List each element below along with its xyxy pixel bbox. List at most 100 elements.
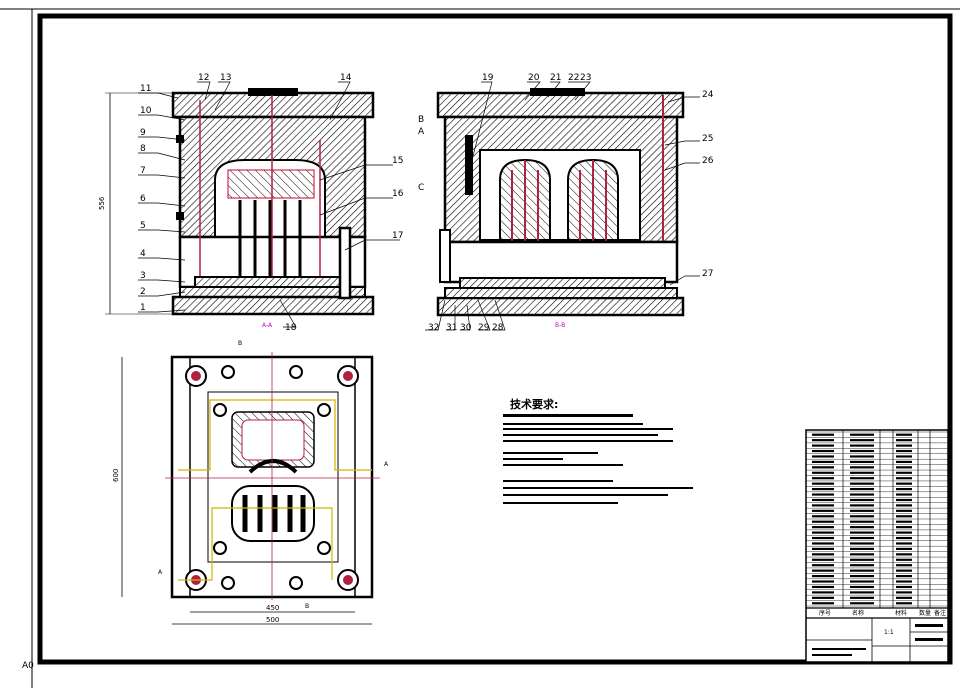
col-head-qty: 数量 [919,609,931,617]
scale-value: 1:1 [884,629,894,636]
part-label-18: 18 [285,323,297,333]
part-label-29: 29 [478,323,490,333]
side-section-mark: B-B [555,322,565,329]
parts-list-entry-mark [850,591,874,594]
parts-list-entry-mark [896,515,912,518]
parts-list-entry-mark [896,433,912,436]
part-label-4: 4 [140,249,146,259]
parts-list-entry-mark [850,498,874,502]
part-label-32: 32 [428,323,439,333]
parts-list-entry-mark [850,596,874,599]
parts-list-entry-mark [812,553,834,556]
parts-list-entry-mark [812,449,834,453]
parts-list-entry-mark [896,531,912,534]
section-letter-a: A [418,127,425,137]
section-mark-a-right: A [384,461,389,468]
front-section-mark: A-A [262,322,273,329]
parts-list-entry-mark [812,498,834,502]
parts-list-entry-mark [850,482,874,485]
parts-list-entry-mark [896,493,912,496]
section-mark-a-left: A [158,569,163,576]
parts-list-entry-mark [896,439,912,442]
parts-list-entry-mark [850,553,874,556]
notes-heading: 技术要求: [510,397,558,411]
part-label-26: 26 [702,156,714,166]
section-letter-b: B [418,115,424,125]
plan-outer-width-dim: 500 [266,616,279,624]
parts-list-entry-mark [850,542,874,545]
parts-list-entry-mark [812,526,834,529]
section-mark-b-bottom: B [305,603,309,610]
parts-list-entry-mark [850,531,874,534]
parts-list-entry-mark [896,596,912,599]
parts-list-entry-mark [850,602,874,605]
parts-list-entry-mark [850,526,874,529]
section-letter-c: C [418,183,424,193]
parts-list-entry-mark [812,444,834,447]
part-label-9: 9 [140,128,146,138]
parts-list-entry-mark [850,515,874,518]
parts-list-entry-mark [812,455,834,458]
parts-list-entry-mark [812,602,834,605]
plan-height-dim: 600 [112,469,120,482]
parts-list-entry-mark [812,520,834,523]
parts-list-entry-mark [850,488,874,491]
part-label-14: 14 [340,73,352,83]
part-label-22: 22 [568,73,579,83]
parts-list-entry-mark [812,542,834,545]
parts-list-entry-mark [896,482,912,485]
parts-list-entry-mark [850,466,874,469]
parts-list-entry-mark [850,471,874,474]
parts-list-entry-mark [812,564,834,567]
section-mark-b-top: B [238,340,242,347]
parts-list-entry-mark [896,585,912,589]
parts-list-entry-mark [850,520,874,523]
part-label-15: 15 [392,156,403,166]
parts-list-entry-mark [896,575,912,578]
parts-list-entry-mark [896,542,912,545]
parts-list-entry-mark [896,536,912,540]
part-label-7: 7 [140,166,146,176]
parts-list-entry-mark [850,569,874,572]
parts-list-entry-mark [896,602,912,605]
col-head-name: 名称 [852,609,864,617]
parts-list-entry-mark [896,504,912,507]
parts-list-entry-mark [850,564,874,567]
parts-list-entry-mark [896,509,912,512]
side-section-view: B A C 19 20 21 22 23 24 25 26 27 32 31 3… [418,73,714,333]
parts-list-entry-mark [896,488,912,491]
part-label-20: 20 [528,73,540,83]
part-label-8: 8 [140,144,146,154]
front-height-dim: 556 [98,196,106,210]
part-label-17: 17 [392,231,403,241]
parts-list-entry-mark [850,444,874,447]
parts-list-entry-mark [896,466,912,469]
title-block: 序号 名称 材料 数量 备注 1:1 [805,429,949,663]
parts-list-entry-mark [812,575,834,578]
parts-list-entry-mark [896,558,912,561]
parts-list-entry-mark [896,444,912,447]
parts-list-entry-mark [812,580,834,583]
part-label-3: 3 [140,271,146,281]
parts-list-entry-mark [896,520,912,523]
part-label-31: 31 [446,323,457,333]
parts-list-entry-mark [812,569,834,572]
parts-list-entry-mark [812,488,834,491]
parts-list-entry-mark [812,531,834,534]
part-label-1: 1 [140,303,146,313]
parts-list-entry-mark [896,455,912,458]
parts-list-entry-mark [850,477,874,480]
part-label-24: 24 [702,90,714,100]
parts-list-entry-mark [812,433,834,436]
parts-list-entry-mark [850,493,874,496]
part-label-28: 28 [492,323,504,333]
parts-list-entry-mark [896,591,912,594]
parts-list-entry-mark [850,547,874,550]
parts-list-entry-mark [896,580,912,583]
part-label-6: 6 [140,194,146,204]
parts-list-entry-mark [850,585,874,589]
parts-list-entry-mark [896,498,912,502]
col-head-remark: 备注 [934,609,946,617]
parts-list-entry-mark [812,482,834,485]
